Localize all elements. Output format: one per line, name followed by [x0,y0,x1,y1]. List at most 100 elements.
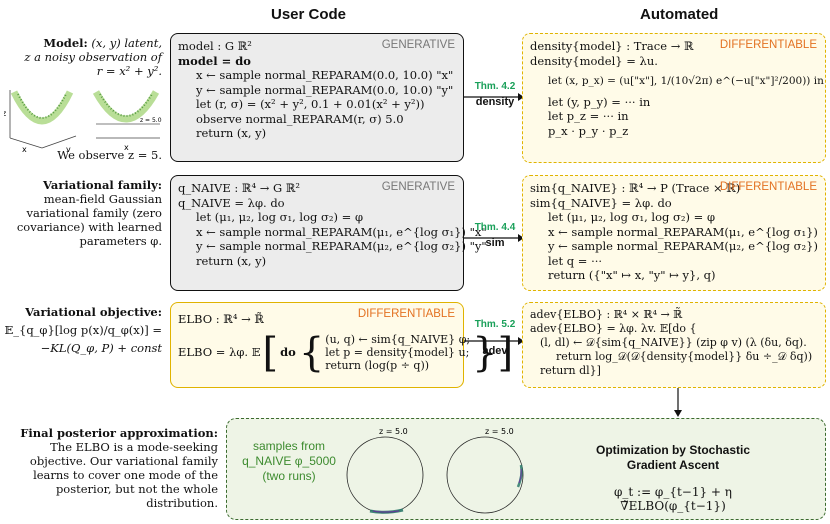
final-line: The ELBO is a mode-seeking [50,440,218,454]
code-line: x ← sample normal_REPARAM(μ₁, e^{log σ₁}… [548,224,818,239]
theorem-label: Thm. 4.2 [474,81,516,92]
user-code-header: User Code [271,6,347,23]
bracket-left: [ [262,329,279,376]
sim-code-box: DIFFERENTIABLE sim{q_NAIVE} : ℝ⁴ → P (Tr… [522,175,826,291]
plane-label: z = 5.0 [140,117,162,124]
model-text-3: r = x² + y². [96,64,162,78]
paraboloid-plot-slice: z = 5.0 x [92,90,162,152]
code-line: let (y, p_y) = ··· in [548,94,651,109]
code-line: sim{q_NAIVE} = λφ. do [530,195,672,210]
axis-z-label: z [4,109,6,118]
model-title: Model: [43,36,88,50]
code-line: model : G ℝ² [178,39,252,53]
final-line: learns to cover one mode of the [33,468,218,482]
differentiable-tag: DIFFERENTIABLE [357,308,455,320]
title-line: Gradient Ascent [626,458,720,472]
samples-line: q_NAIVE φ_5000 [242,454,336,468]
final-line: objective. Our variational family [29,454,218,468]
adev-arrow [464,337,524,345]
elbo-code-box: DIFFERENTIABLE ELBO : ℝ⁴ → ℝ̃ ELBO = λφ.… [170,302,513,388]
code-line: return ({"x" ↦ x, "y" ↦ y}, q) [548,268,716,282]
axis-x-label-2: x [124,143,129,152]
theorem-label: Thm. 5.2 [474,319,516,330]
code-line: ELBO : ℝ⁴ → ℝ̃ [178,312,264,326]
code-line: p_x · p_y · p_z [548,123,629,138]
final-title: Final posterior approximation: [20,426,218,440]
varfam-line: mean-field Gaussian [43,192,162,206]
code-line: return (x, y) [196,253,267,268]
code-line: density{model} : Trace → ℝ [530,39,694,53]
code-line: return (x, y) [196,126,267,140]
model-description: Model: (x, y) latent, z a noisy observat… [2,36,162,78]
varfam-line: variational family (zero [26,206,162,220]
transform-label: adev [482,345,508,357]
code-line: ELBO = λφ. 𝔼 [178,345,261,360]
code-line: let (x, p_x) = (u["x"], 1/(10√2π) e^(−u[… [548,75,824,87]
varfam-line: covariance) with learned [16,220,162,234]
model-text-2: z a noisy observation of [24,50,162,64]
code-line: let p = density{model} u; [325,346,470,359]
differentiable-tag: DIFFERENTIABLE [719,181,817,193]
final-description: Final posterior approximation: The ELBO … [3,426,218,510]
optimization-title: Optimization by Stochastic Gradient Asce… [563,443,783,473]
bracket-right: ] [497,329,514,376]
code-line: return log_𝒟(𝒟{density{model}} δu ÷_𝒟 δq… [556,350,813,363]
adev-code-box: adev{ELBO} : ℝ⁴ × ℝ⁴ → ℝ̃ adev{ELBO} = λ… [522,302,826,388]
model-code-box: GENERATIVE model : G ℝ² model = do x ← s… [170,33,464,162]
code-line: q_NAIVE : ℝ⁴ → G ℝ² [178,181,301,195]
sim-arrow-labels: Thm. 4.4 sim [470,222,520,249]
adev-arrow-labels: Thm. 5.2 adev [470,319,520,357]
varobj-title: Variational objective: [25,305,162,319]
code-line: (l, dl) ← 𝒟{sim{q_NAIVE}} (zip φ v) (λ (… [540,336,807,349]
axis-x-label-1: x [22,145,27,152]
code-line: x ← sample normal_REPARAM(0.0, 10.0) "x" [196,68,454,82]
varobj-formula-1: 𝔼_{q_φ}[log p(x)/q_φ(x)] = [4,323,162,337]
samples-line: (two runs) [262,469,316,483]
varfam-description: Variational family: mean-field Gaussian … [0,178,162,248]
code-line: q_NAIVE = λφ. do [178,195,285,210]
title-line: Optimization by Stochastic [595,443,751,457]
code-line: (u, q) ← sim{q_NAIVE} φ; [325,333,471,346]
code-line: let p_z = ··· in [548,109,629,123]
automated-header: Automated [640,6,719,23]
code-line: let (r, σ) = (x² + y², 0.1 + 0.01(x² + y… [196,97,425,111]
varobj-formula-2: −KL(Q_φ, P) + const [40,341,162,355]
density-arrow-labels: Thm. 4.2 density [470,81,520,108]
samples-line: samples from [252,439,326,453]
model-text-1: (x, y) latent, [91,36,162,50]
plot-label: z = 5.0 [379,427,408,436]
model-posterior-plots: z x y z = 5.0 x [4,90,162,152]
code-line: let (μ₁, μ₂, log σ₁, log σ₂) = φ [548,210,715,224]
do-keyword: do [280,345,296,360]
sample-plot-run-2: z = 5.0 [446,427,524,514]
differentiable-tag: DIFFERENTIABLE [719,39,817,51]
code-line: let (μ₁, μ₂, log σ₁, log σ₂) = φ [196,210,363,224]
posterior-sample-plots: z = 5.0 z = 5.0 [346,427,524,514]
code-line: adev{ELBO} : ℝ⁴ × ℝ⁴ → ℝ̃ [530,308,683,321]
paraboloid-plot-3d: z x y [4,90,77,152]
theorem-label: Thm. 4.4 [474,222,516,233]
transform-arrows [464,93,524,242]
code-line: adev{ELBO} = λφ. λv. 𝔼[do { [530,322,697,335]
code-line: model = do [178,53,251,68]
code-line: let q = ··· [548,253,603,268]
varfam-title: Variational family: [43,178,162,192]
update-rule: φ_t := φ_{t−1} + η ∇̃ELBO(φ_{t−1}) [613,485,732,513]
final-line: distribution. [146,496,218,510]
code-line: y ← sample normal_REPARAM(μ₂, e^{log σ₂}… [196,239,487,253]
samples-label: samples from q_NAIVE φ_5000 (two runs) [241,439,337,484]
brace-right: } [472,329,498,376]
varfam-code-box: GENERATIVE q_NAIVE : ℝ⁴ → G ℝ² q_NAIVE =… [170,175,487,291]
plot-label: z = 5.0 [485,427,514,436]
generative-tag: GENERATIVE [381,39,455,51]
varobj-description: Variational objective: 𝔼_{q_φ}[log p(x)/… [0,305,162,355]
final-line: posterior, but not the whole [55,482,218,496]
density-code-box: DIFFERENTIABLE density{model} : Trace → … [522,33,826,163]
code-line: sim{q_NAIVE} : ℝ⁴ → P (Trace × ℝ) [530,181,741,195]
down-arrow [674,388,682,417]
code-line: return (log(p ÷ q)) [325,359,430,372]
observe-text: We observe z = 5. [57,148,162,162]
brace-left: { [298,329,325,376]
varfam-line: parameters φ. [79,234,162,248]
code-line: y ← sample normal_REPARAM(μ₂, e^{log σ₂}… [548,239,818,253]
